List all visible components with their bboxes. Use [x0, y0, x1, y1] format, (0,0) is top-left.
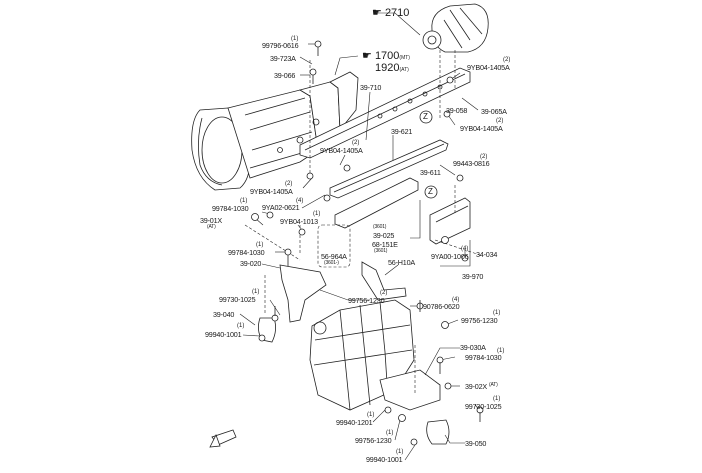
callout-99784-1030-mid: 99784-1030 — [228, 248, 265, 257]
differential-assembly — [422, 3, 489, 53]
reference-1700: ☛ 1700(MT) — [362, 50, 410, 62]
callout-9ya02-0621: 9YA02-0621 — [262, 203, 300, 212]
callout-qty: (1) — [237, 323, 245, 329]
callout-90786-0620: 90786-0620 — [423, 302, 460, 311]
zone-z-1: Z — [423, 112, 428, 121]
callout-39-02x: 39-02X — [465, 382, 487, 391]
callout-qty: (2) — [380, 290, 388, 296]
callout-qty: (4) — [461, 246, 469, 252]
callout-9yb04-1405a-mid: 9YB04-1405A — [460, 124, 503, 133]
dashed-group-box — [317, 224, 351, 268]
callout-9yb04-1405a-left: 9YB04-1405A — [250, 187, 293, 196]
callout-qty: (1) — [493, 310, 501, 316]
callout-qty: (4) — [296, 198, 304, 204]
callout-qty: (2) — [352, 140, 360, 146]
callout-39-621: 39-621 — [391, 127, 413, 136]
callout-99940-1001-left: 99940-1001 — [205, 330, 242, 339]
callout-qty: (1) — [252, 289, 260, 295]
engine-mount-bracket-right — [379, 369, 441, 411]
heat-plate — [334, 177, 419, 229]
reference-2710: ☛ 2710 — [372, 7, 410, 19]
callout-qty: (1) — [240, 198, 248, 204]
front-direction-arrow — [209, 429, 237, 448]
callout-39-025: 39-025 — [373, 231, 395, 240]
insulator-39-050 — [426, 419, 450, 445]
callout-qty: (1) — [396, 449, 404, 455]
callout-39-050: 39-050 — [465, 439, 487, 448]
callout-99443-0816: 99443-0816 — [453, 159, 490, 168]
callout-39-611: 39-611 — [420, 168, 441, 177]
callout-39-01x: 39-01X — [200, 216, 222, 225]
callout-68-151e: 68-151E — [372, 240, 398, 249]
callout-39-970: 39-970 — [462, 272, 484, 281]
callout-qty: (4) — [452, 297, 460, 303]
callout-qty: (1) — [367, 412, 375, 418]
callout-9yb04-1405a-top: 9YB04-1405A — [467, 63, 510, 72]
support-bar — [329, 139, 449, 199]
callout-99756-1230-top: 99756-1230 — [348, 296, 385, 305]
callout-qty: (1) — [313, 211, 321, 217]
callout-9yb04-1013: 9YB04-1013 — [280, 217, 318, 226]
callout-39-058: 39-058 — [446, 106, 468, 115]
zone-marker-z-1 — [419, 110, 433, 124]
bracket-39-970 — [429, 197, 471, 245]
reference-pointer-icon: ☛ — [362, 50, 372, 62]
callout-99940-1001-bottom: 99940-1001 — [366, 455, 403, 464]
callout-99784-1030-right: 99784-1030 — [465, 353, 502, 362]
callout-99784-1030-top: 99784-1030 — [212, 204, 249, 213]
callout-note: (AT) — [207, 224, 216, 230]
callout-note: (3601-) — [324, 260, 339, 266]
callout-qty: (1) — [497, 348, 505, 354]
callout-39-710: 39-710 — [360, 83, 382, 92]
callout-note: (3601) — [374, 248, 388, 254]
callout-qty: (1) — [386, 430, 394, 436]
callout-99730-1025-right: 99730-1025 — [465, 402, 502, 411]
callout-qty: (2) — [285, 181, 293, 187]
callout-qty: (1) — [291, 36, 299, 42]
callout-56-964a: 56-964A — [321, 252, 347, 261]
callout-99756-1230-right: 99756-1230 — [461, 316, 498, 325]
callout-qty: (1) — [256, 242, 264, 248]
callout-qty: (2) — [480, 154, 488, 160]
callout-99796-0616: 99796-0616 — [262, 41, 299, 50]
callout-56-h10a: 56-H10A — [388, 258, 415, 267]
callout-note: (3601) — [373, 224, 387, 230]
callout-39-066: 39-066 — [274, 71, 296, 80]
callout-34-034: 34-034 — [476, 250, 498, 259]
callout-9yb04-1405a-bar: 9YB04-1405A — [320, 146, 363, 155]
fasteners — [251, 40, 484, 446]
callout-qty: (2) — [496, 118, 504, 124]
engine-mount-bracket-left — [279, 264, 327, 323]
reference-1920: 1920(AT) — [375, 62, 409, 74]
callout-39-040: 39-040 — [213, 310, 235, 319]
callout-qty: (2) — [503, 57, 511, 63]
callout-99756-1230-bottom: 99756-1230 — [355, 436, 392, 445]
callout-39-065a: 39-065A — [481, 107, 507, 116]
callout-99730-1025-left: 99730-1025 — [219, 295, 256, 304]
zone-marker-z-2 — [424, 185, 438, 199]
callout-39-030a: 39-030A — [460, 343, 486, 352]
callout-9ya00-1006: 9YA00-1006 — [431, 252, 469, 261]
callout-39-020: 39-020 — [240, 259, 262, 268]
reference-pointer-icon: ☛ — [372, 7, 382, 19]
callout-note: (AT) — [489, 382, 498, 388]
callout-39-723a: 39-723A — [270, 54, 296, 63]
callout-99940-1201: 99940-1201 — [336, 418, 373, 427]
bracket-56-h10a — [361, 261, 407, 301]
callout-qty: (1) — [493, 396, 501, 402]
zone-z-2: Z — [428, 187, 433, 196]
tunnel-member — [299, 67, 471, 159]
